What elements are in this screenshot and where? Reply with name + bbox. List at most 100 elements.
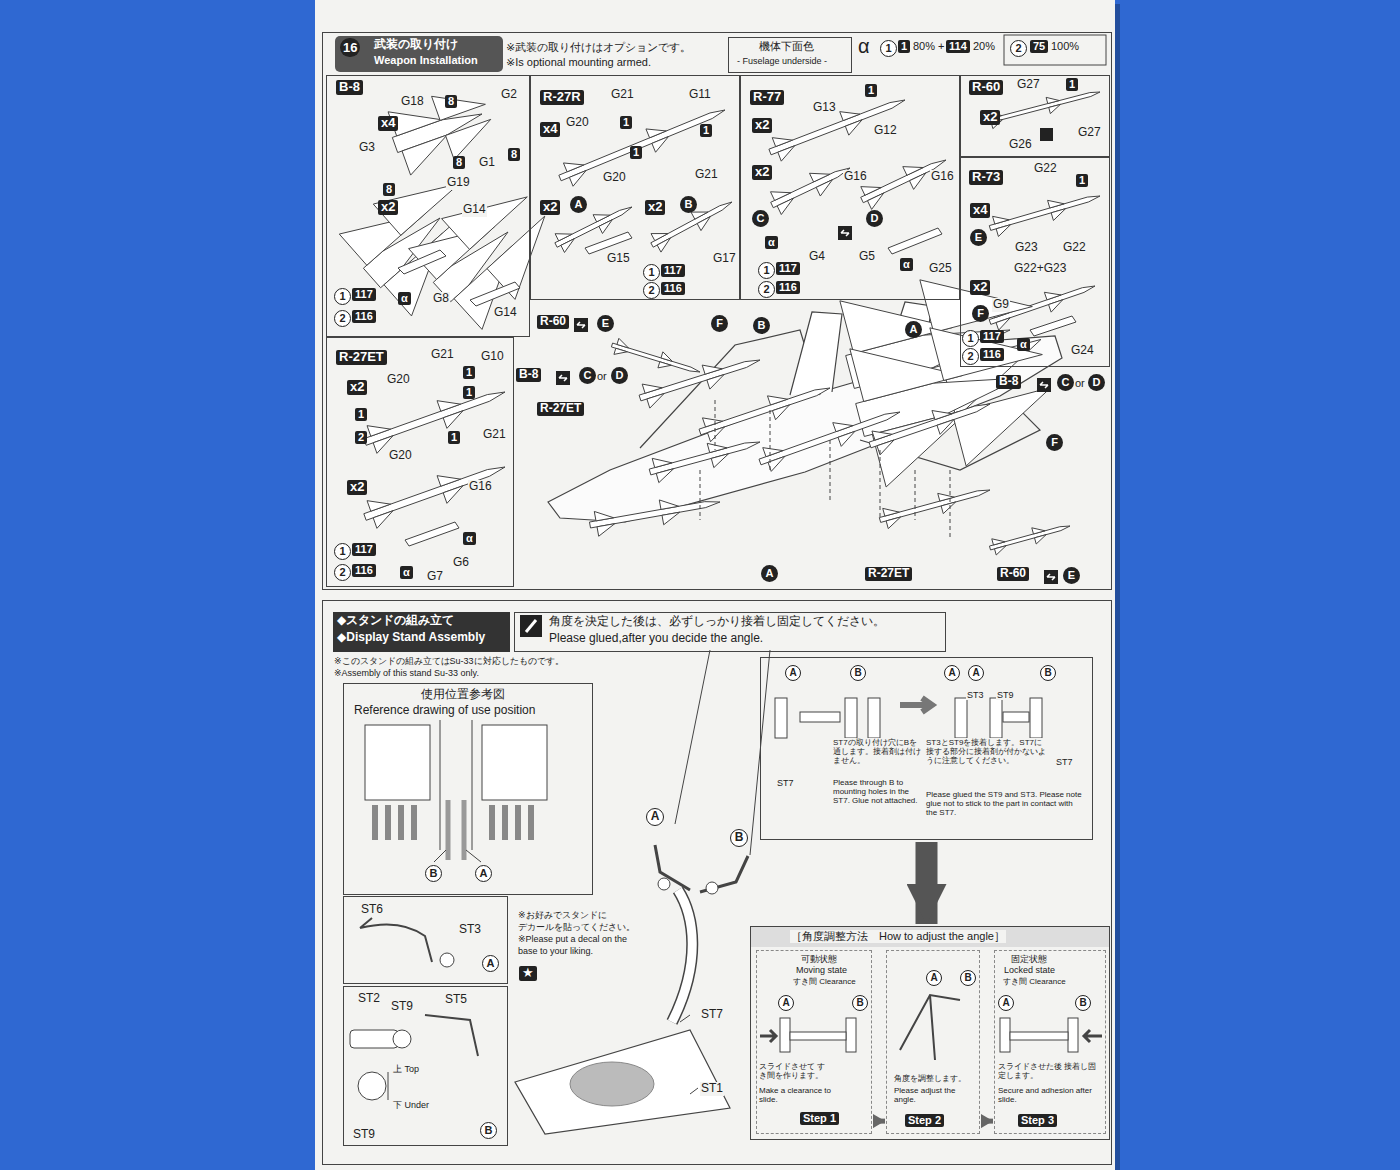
part-number: 1 <box>1066 78 1078 91</box>
part-number: 117 <box>352 543 376 556</box>
missile-fin <box>651 234 668 241</box>
annotation-text: G1 <box>478 156 496 170</box>
leader-line <box>830 440 831 500</box>
part-number: B-8 <box>336 80 363 95</box>
step-header <box>335 36 503 72</box>
missile-fin <box>909 173 925 189</box>
stand-joint <box>658 878 670 890</box>
paint-callout: 2 <box>758 281 775 298</box>
annotation-text: ST3 <box>966 690 985 700</box>
missile-fin <box>642 384 662 393</box>
paint-callout: 1 <box>334 288 351 305</box>
paint-callout: B <box>730 829 748 847</box>
part-number: x2 <box>540 200 560 215</box>
paint-callout: A <box>482 955 499 972</box>
annotation-text: G25 <box>928 262 953 276</box>
annotation-text: すき間 Clearance <box>1002 977 1067 986</box>
missile-fin <box>1048 200 1065 208</box>
annotation-text: ※武装の取り付けはオプションです。 <box>505 41 692 54</box>
missile-fin <box>903 167 923 176</box>
leader-line <box>515 805 521 840</box>
position-letter: 16 <box>340 38 360 57</box>
step-panel: 固定状態Locked stateすき間 ClearanceABスライドさせた後 … <box>994 950 1106 1134</box>
missile-fin <box>657 238 670 252</box>
leader-line <box>385 805 391 840</box>
annotation-text: G21 <box>694 168 719 182</box>
part-number: 117 <box>776 262 800 275</box>
part-number: x4 <box>540 122 560 137</box>
annotation-text: ST6 <box>360 903 384 917</box>
annotation-text: 可動状態 <box>800 954 838 964</box>
part-number: 114 <box>946 40 970 53</box>
parts-panel: ST6ST3A <box>343 896 508 984</box>
paint-callout: A <box>998 995 1014 1011</box>
annotation-text: G10 <box>480 350 505 364</box>
weapon-panel: R-73G221x4EG23G22G22+G23x2G9FαG241117211… <box>960 157 1110 367</box>
part-number: α <box>900 258 913 271</box>
part-number: 1 <box>463 366 475 379</box>
part-number: 1 <box>630 146 642 159</box>
part-number: R-27ET <box>336 350 387 365</box>
paint-callout: A <box>926 970 942 986</box>
missile-fin <box>886 517 900 529</box>
annotation-text: ST9 <box>390 1000 414 1014</box>
missile-body <box>639 360 760 401</box>
reference-panel: 使用位置参考図Reference drawing of use position… <box>343 683 593 895</box>
part-number: 1 <box>865 84 877 97</box>
part-number: B-8 <box>996 375 1021 389</box>
missile-fin <box>432 96 486 120</box>
missile-fin <box>1049 300 1063 312</box>
glue-note: 角度を決定した後は、必ずしっかり接着し固定してください。Please glued… <box>514 612 946 652</box>
annotation-text: G17 <box>712 252 737 266</box>
paint-callout: 2 <box>334 310 351 327</box>
annotation-text: G16 <box>843 170 868 184</box>
leader-line <box>462 800 467 860</box>
pylon <box>405 522 459 546</box>
annotation-text: G6 <box>452 556 470 570</box>
part-number: ★ <box>519 966 537 981</box>
leader-line <box>690 1088 698 1094</box>
annotation-text: G3 <box>358 141 376 155</box>
part-number: 1 <box>898 40 910 53</box>
part-number: Step 1 <box>800 1112 839 1125</box>
missile-fin <box>840 112 860 121</box>
paint-callout: A <box>778 995 794 1011</box>
annotation-text: G7 <box>426 570 444 584</box>
stand-rod <box>1030 698 1042 738</box>
missile-fin <box>443 411 463 429</box>
annotation-text: Please glued,after you decide the angle. <box>548 632 764 646</box>
swap-arrow <box>841 230 849 236</box>
position-letter: C <box>579 367 596 384</box>
stand-rod <box>1068 1018 1078 1052</box>
leader-line <box>915 470 916 520</box>
part-number: α <box>398 292 411 305</box>
annotation-text: G27 <box>1016 78 1041 92</box>
leader-line <box>398 805 404 840</box>
missile-body <box>869 404 990 448</box>
push-arrow <box>1084 1030 1102 1042</box>
missile-body <box>771 168 850 208</box>
missile-fin <box>930 328 1042 381</box>
position-letter: A <box>570 196 587 213</box>
paint-callout: B <box>852 995 868 1011</box>
part-number: 1 <box>355 408 367 421</box>
heading-text: ◆Display Stand Assembly <box>337 631 485 645</box>
part-number: R-73 <box>969 170 1003 185</box>
st7-part <box>1003 712 1029 722</box>
part-number: α <box>463 532 476 545</box>
missile-fin <box>658 362 671 368</box>
pylon <box>888 228 942 254</box>
annotation-text: ST7 <box>700 1008 724 1022</box>
position-letter: F <box>1046 434 1063 451</box>
annotation-text: G11 <box>688 88 712 102</box>
missile-fin <box>838 431 855 446</box>
paint-callout: B <box>850 665 866 681</box>
color-box: 機体下面色- Fuselage underside - <box>728 37 852 73</box>
missile-fin <box>711 454 728 468</box>
position-letter: A <box>761 565 778 582</box>
glue-icon <box>520 615 542 637</box>
weapon-panel: B-8G188G2x4G38G19G188x2G14αG8G1411172116 <box>326 75 530 337</box>
leader-line <box>472 720 473 850</box>
part-number: R-27ET <box>865 567 912 581</box>
annotation-text: G18 <box>400 95 425 109</box>
